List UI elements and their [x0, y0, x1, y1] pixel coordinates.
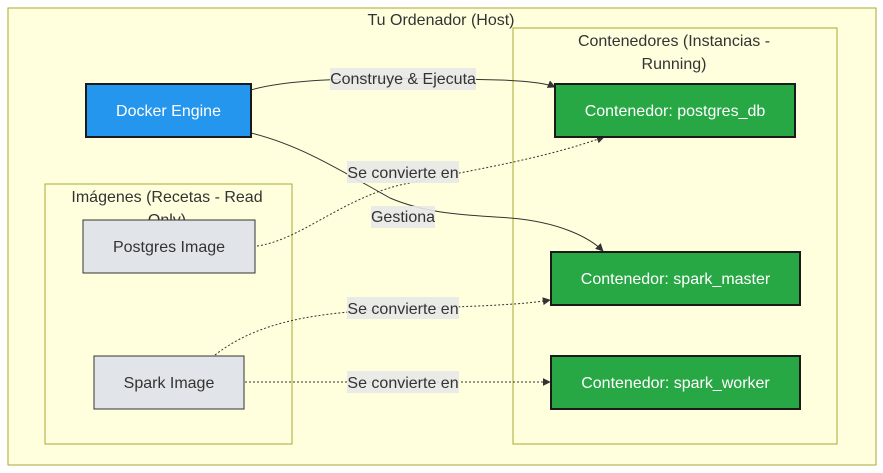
containers-cluster-label-line1: Contenedores (Instancias -	[578, 33, 770, 50]
docker-engine-node[interactable]: Docker Engine	[85, 83, 252, 138]
edge-pg-becomes	[256, 135, 605, 247]
edge-label-builds-bg	[330, 68, 476, 90]
spark-master-container-node[interactable]: Contenedor: spark_master	[550, 251, 801, 306]
edge-label-pg-becomes: Se convierte en	[347, 161, 459, 183]
postgres-image-node[interactable]: Postgres Image	[82, 219, 256, 274]
spark-worker-container-node[interactable]: Contenedor: spark_worker	[550, 355, 801, 410]
docker-engine-label: Docker Engine	[116, 103, 221, 120]
containers-cluster-label-line2: Running)	[642, 56, 707, 73]
postgres-db-container-label: Contenedor: postgres_db	[585, 103, 766, 120]
edge-label-builds-text: Construye & Ejecuta	[330, 71, 476, 88]
edge-label-spark-master-becomes-bg	[347, 297, 459, 319]
spark-master-container-label: Contenedor: spark_master	[581, 271, 771, 288]
edge-label-spark-worker-becomes: Se convierte en	[347, 371, 459, 393]
postgres-image-box[interactable]	[82, 219, 256, 274]
postgres-db-container-box[interactable]	[554, 83, 796, 138]
edge-label-spark-worker-becomes-text: Se convierte en	[347, 375, 458, 392]
spark-worker-container-box[interactable]	[550, 355, 801, 410]
postgres-db-container-node[interactable]: Contenedor: postgres_db	[554, 83, 796, 138]
edge-label-manages-text: Gestiona	[371, 209, 435, 226]
edge-label-pg-becomes-bg	[347, 161, 459, 183]
edge-label-spark-master-becomes-text: Se convierte en	[347, 301, 458, 318]
edge-manages	[250, 132, 604, 252]
spark-worker-container-label: Contenedor: spark_worker	[581, 375, 770, 392]
images-cluster-label-line1: Imágenes (Recetas - Read	[71, 189, 262, 206]
edge-label-spark-worker-becomes-bg	[347, 371, 459, 393]
spark-image-box[interactable]	[93, 355, 245, 410]
edge-label-spark-master-becomes: Se convierte en	[347, 297, 459, 319]
spark-master-container-box[interactable]	[550, 251, 801, 306]
host-cluster-label: Tu Ordenador (Host)	[367, 12, 514, 29]
spark-image-label: Spark Image	[124, 375, 215, 392]
edge-label-builds: Construye & Ejecuta	[330, 68, 476, 90]
edge-label-manages-bg	[371, 206, 435, 228]
edge-label-manages: Gestiona	[371, 206, 435, 228]
postgres-image-label: Postgres Image	[113, 239, 225, 256]
edge-label-pg-becomes-text: Se convierte en	[347, 165, 458, 182]
spark-image-node[interactable]: Spark Image	[93, 355, 245, 410]
docker-engine-box[interactable]	[85, 83, 252, 138]
